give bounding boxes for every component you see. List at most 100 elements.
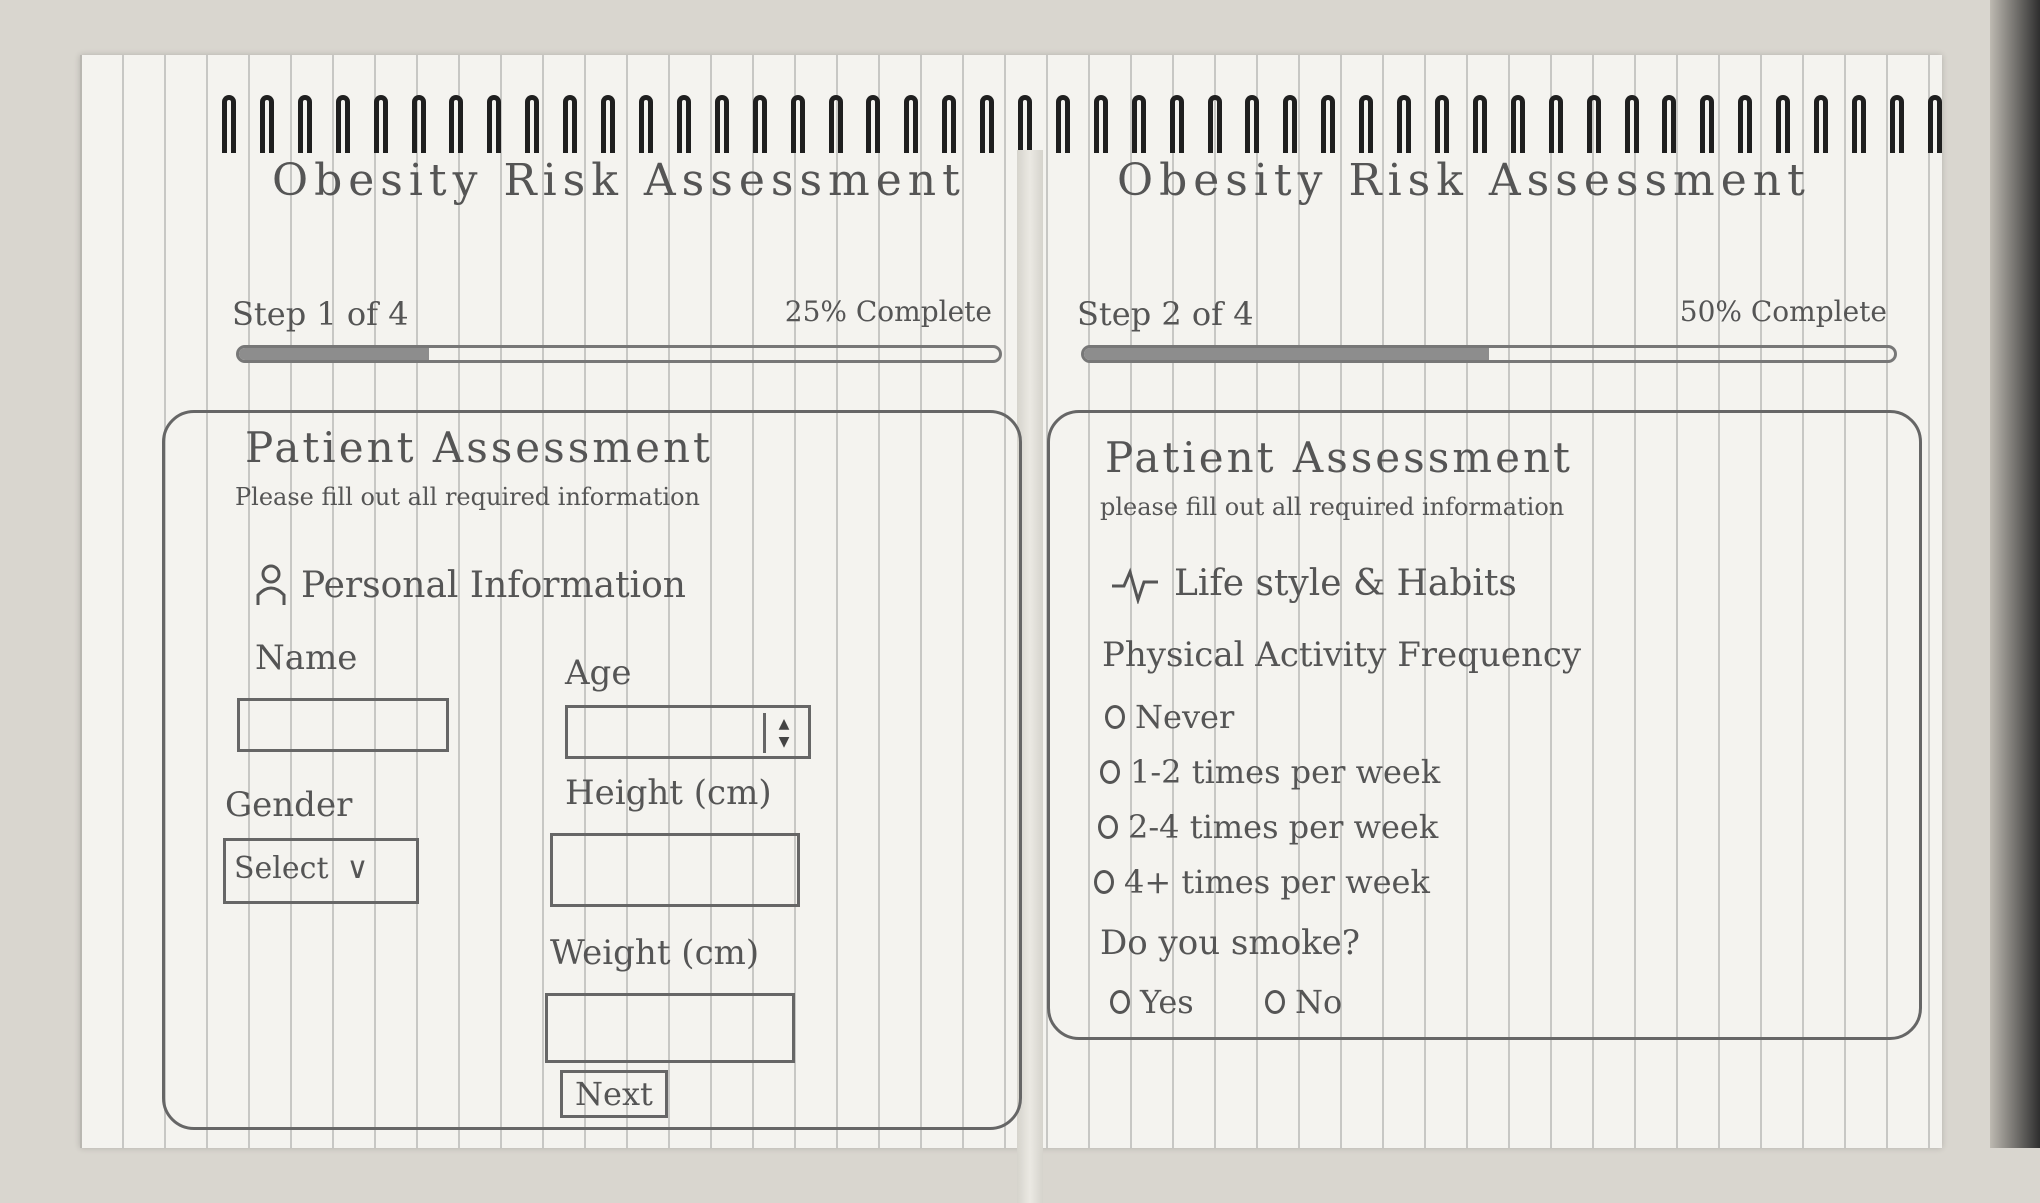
radio-label: 4+ times per week	[1124, 863, 1430, 901]
smoke-question: Do you smoke?	[1100, 923, 1361, 963]
section-title: Personal Information	[301, 564, 686, 606]
progress-fill	[239, 348, 429, 360]
spiral-coil	[1510, 95, 1525, 153]
radio-circle[interactable]	[1094, 870, 1114, 894]
spiral-coil	[676, 95, 691, 153]
radio-option-2-4-times[interactable]: 2-4 times per week	[1098, 808, 1438, 846]
height-label: Height (cm)	[565, 773, 772, 813]
assessment-card: Patient Assessment Please fill out all r…	[162, 410, 1022, 1130]
radio-label: No	[1295, 983, 1343, 1021]
height-input[interactable]	[550, 833, 800, 907]
spiral-coil	[297, 95, 312, 153]
activity-pulse-icon	[1112, 567, 1158, 604]
spiral-coil	[1359, 95, 1374, 153]
spiral-coil	[1093, 95, 1108, 153]
gender-label: Gender	[225, 785, 353, 825]
spiral-coil	[1397, 95, 1412, 153]
spiral-coil	[1435, 95, 1449, 153]
spiral-coil	[1738, 95, 1753, 153]
spiral-coil	[373, 95, 388, 153]
next-button[interactable]: Next	[560, 1070, 668, 1118]
spiral-coil	[259, 95, 274, 153]
spiral-coil	[714, 95, 729, 153]
name-input[interactable]	[237, 698, 449, 752]
age-stepper[interactable]: ▲ ▼	[763, 713, 802, 753]
spiral-coil	[1548, 95, 1563, 153]
radio-option-yes[interactable]: Yes	[1110, 983, 1194, 1021]
spiral-coil	[1814, 95, 1829, 153]
chevron-down-icon[interactable]: ▼	[778, 734, 790, 750]
spiral-coil	[828, 95, 843, 153]
card-title: Patient Assessment	[245, 423, 713, 472]
card-subtitle: Please fill out all required information	[235, 483, 701, 511]
spiral-coil	[1927, 95, 1942, 153]
spiral-coil	[942, 95, 957, 153]
step-indicator: Step 1 of 4 25% Complete	[232, 295, 992, 345]
chevron-down-icon: ∨	[346, 851, 369, 886]
chevron-up-icon[interactable]: ▲	[778, 716, 790, 732]
radio-label: Yes	[1140, 983, 1194, 1021]
assessment-card: Patient Assessment please fill out all r…	[1047, 410, 1922, 1040]
radio-label: Never	[1135, 698, 1235, 736]
radio-option-4-plus-times[interactable]: 4+ times per week	[1094, 863, 1430, 901]
radio-circle[interactable]	[1265, 990, 1285, 1014]
radio-label: 2-4 times per week	[1128, 808, 1439, 846]
section-title: Life style & Habits	[1174, 563, 1517, 604]
spiral-coil	[980, 95, 995, 153]
radio-circle[interactable]	[1105, 705, 1125, 729]
spiral-coil	[1472, 95, 1487, 153]
spiral-coil	[1207, 95, 1222, 153]
wireframe-step-2: Obesity Risk Assessment Step 2 of 4 50% …	[1047, 155, 1922, 1165]
spiral-coil	[1018, 95, 1033, 153]
spiral-coil	[1662, 95, 1677, 153]
activity-question: Physical Activity Frequency	[1102, 635, 1582, 675]
spiral-coil	[866, 95, 881, 153]
progress-bar	[236, 345, 1002, 363]
progress-bar	[1081, 345, 1897, 363]
age-input[interactable]: ▲ ▼	[565, 705, 811, 759]
spiral-coil	[1055, 95, 1070, 153]
spiral-coil	[487, 95, 502, 153]
radio-circle[interactable]	[1098, 815, 1118, 839]
spiral-coil	[790, 95, 805, 153]
spiral-coil	[752, 95, 767, 153]
radio-label: 1-2 times per week	[1130, 753, 1441, 791]
spiral-coil	[904, 95, 919, 153]
radio-option-never[interactable]: Never	[1105, 698, 1234, 736]
spiral-coil	[449, 95, 464, 153]
radio-circle[interactable]	[1110, 990, 1130, 1014]
desk-edge	[1990, 0, 2040, 1148]
weight-label: Weight (cm)	[550, 933, 760, 973]
spiral-coil	[601, 95, 616, 153]
weight-input[interactable]	[545, 993, 795, 1063]
spiral-coil	[563, 95, 578, 153]
spiral-coil	[1776, 95, 1791, 153]
app-title: Obesity Risk Assessment	[1117, 155, 1811, 206]
spiral-coil	[1624, 95, 1639, 153]
user-icon	[256, 564, 286, 605]
percent-complete: 25% Complete	[784, 295, 992, 328]
radio-circle[interactable]	[1100, 760, 1120, 784]
sketchbook: Obesity Risk Assessment Step 1 of 4 25% …	[80, 55, 1942, 1203]
wireframe-step-1: Obesity Risk Assessment Step 1 of 4 25% …	[162, 155, 1022, 1165]
spiral-coil	[1245, 95, 1260, 153]
gender-select-value: Select	[234, 851, 329, 886]
app-title: Obesity Risk Assessment	[272, 155, 966, 206]
step-label: Step 2 of 4	[1077, 295, 1254, 333]
spiral-coil	[1700, 95, 1715, 153]
name-label: Name	[255, 638, 358, 678]
radio-option-no[interactable]: No	[1265, 983, 1342, 1021]
spiral-coil	[411, 95, 426, 153]
spiral-coil	[222, 95, 236, 153]
spiral-coil	[1851, 95, 1866, 153]
spiral-coil	[638, 95, 653, 153]
step-indicator: Step 2 of 4 50% Complete	[1077, 295, 1887, 345]
gender-select[interactable]: Select ∨	[223, 838, 419, 904]
card-subtitle: please fill out all required information	[1100, 493, 1565, 521]
radio-option-1-2-times[interactable]: 1-2 times per week	[1100, 753, 1440, 791]
section-personal-information: Personal Information	[255, 563, 686, 607]
percent-complete: 50% Complete	[1679, 295, 1887, 328]
spiral-coil	[1889, 95, 1904, 153]
section-lifestyle-habits: Life style & Habits	[1110, 563, 1517, 604]
spiral-coil	[335, 95, 350, 153]
